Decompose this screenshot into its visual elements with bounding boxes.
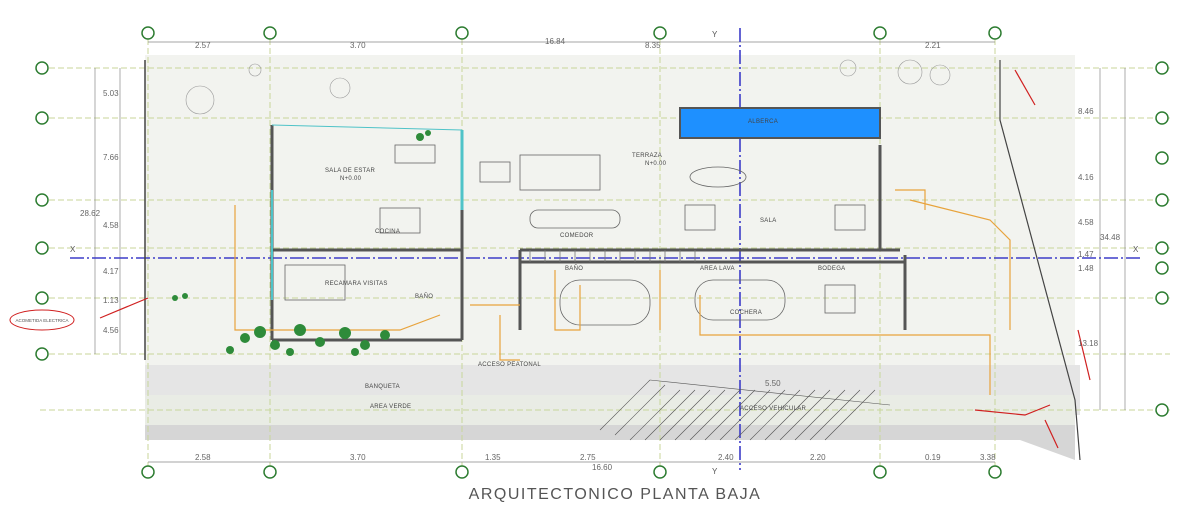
room-label-bano: BAÑO (565, 265, 583, 272)
room-label-alberca: ALBERCA (748, 119, 778, 125)
y-axis-label-bottom: Y (712, 467, 718, 476)
plan-title: ARQUITECTONICO PLANTA BAJA (469, 486, 762, 503)
top-dim-2: 3.70 (350, 41, 366, 50)
dim-5-50: 5.50 (765, 379, 781, 388)
site-area (145, 55, 1075, 410)
bottom-dim-9: 3.38 (980, 453, 996, 462)
right-dim-4: 34.48 (1100, 233, 1121, 242)
left-dim-2: 7.66 (103, 153, 119, 162)
y-axis-label-top: Y (712, 30, 718, 39)
top-dim-4: 8.35 (645, 41, 661, 50)
bottom-dim-5: 16.60 (592, 463, 613, 472)
acometida-label: ACOMETIDA ELECTRICA (15, 318, 68, 323)
dimension-lines (94, 41, 1126, 463)
stair (529, 250, 696, 262)
pool (679, 107, 881, 139)
room-label-bano-2: BAÑO (415, 293, 433, 300)
grid-bubbles (35, 26, 1169, 479)
bottom-dim-4: 2.75 (580, 453, 596, 462)
x-axis-label-left: X (70, 245, 76, 254)
room-label-area-lavado: AREA LAVA (700, 266, 735, 272)
right-dim-3: 4.58 (1078, 218, 1094, 227)
left-dim-4: 4.58 (103, 221, 119, 230)
right-dim-1: 8.46 (1078, 107, 1094, 116)
glass-line (271, 124, 463, 131)
room-label-cocina: COCINA (375, 229, 400, 235)
room-label-terraza: TERRAZA (632, 153, 662, 159)
room-label-bodega: BODEGA (818, 266, 845, 272)
acometida-bubble (9, 309, 75, 331)
right-dim-6: 1.48 (1078, 264, 1094, 273)
left-dim-1: 5.03 (103, 89, 119, 98)
bottom-dim-7: 2.20 (810, 453, 826, 462)
garden-plants (185, 59, 951, 115)
horizontal-grid-axes (40, 67, 1170, 411)
room-label-acceso-vehicular: ACCESO VEHICULAR (740, 406, 807, 412)
room-label-acceso-peatonal: ACCESO PEATONAL (478, 362, 541, 368)
bottom-dim-6: 2.40 (718, 453, 734, 462)
left-dim-7: 4.56 (103, 326, 119, 335)
room-label-sala: SALA (760, 218, 777, 224)
boundary-right (999, 60, 1081, 461)
red-accents (99, 69, 1091, 449)
room-level-terraza: N+0.00 (645, 161, 667, 167)
room-label-comedor: COMEDOR (560, 233, 594, 239)
room-label-recamara: RECAMARA VISITAS (325, 281, 388, 287)
x-axis-label-right: X (1133, 245, 1139, 254)
furniture (284, 144, 866, 326)
bottom-dim-1: 2.58 (195, 453, 211, 462)
left-dim-6: 1.13 (103, 296, 119, 305)
top-dim-1: 2.57 (195, 41, 211, 50)
left-dim-3: 28.62 (80, 209, 101, 218)
top-dim-3: 16.84 (545, 37, 566, 46)
bottom-dim-3: 1.35 (485, 453, 501, 462)
right-dim-5: 1.47 (1078, 250, 1094, 259)
top-dim-5: 2.21 (925, 41, 941, 50)
room-label-area-verde: AREA VERDE (370, 404, 411, 410)
vegetation (172, 130, 431, 356)
right-dim-2: 4.16 (1078, 173, 1094, 182)
room-label-sala-estar: SALA DE ESTAR (325, 168, 376, 174)
utility-lines (234, 189, 1011, 395)
driveway-hatch (599, 379, 891, 441)
right-dim-7: 13.18 (1078, 339, 1099, 348)
room-label-banqueta: BANQUETA (365, 384, 400, 390)
room-label-cochera: COCHERA (730, 310, 762, 316)
bottom-dim-8: 0.19 (925, 453, 941, 462)
bottom-dim-2: 3.70 (350, 453, 366, 462)
left-dim-5: 4.17 (103, 267, 119, 276)
room-level-sala-estar: N+0.00 (340, 176, 362, 182)
